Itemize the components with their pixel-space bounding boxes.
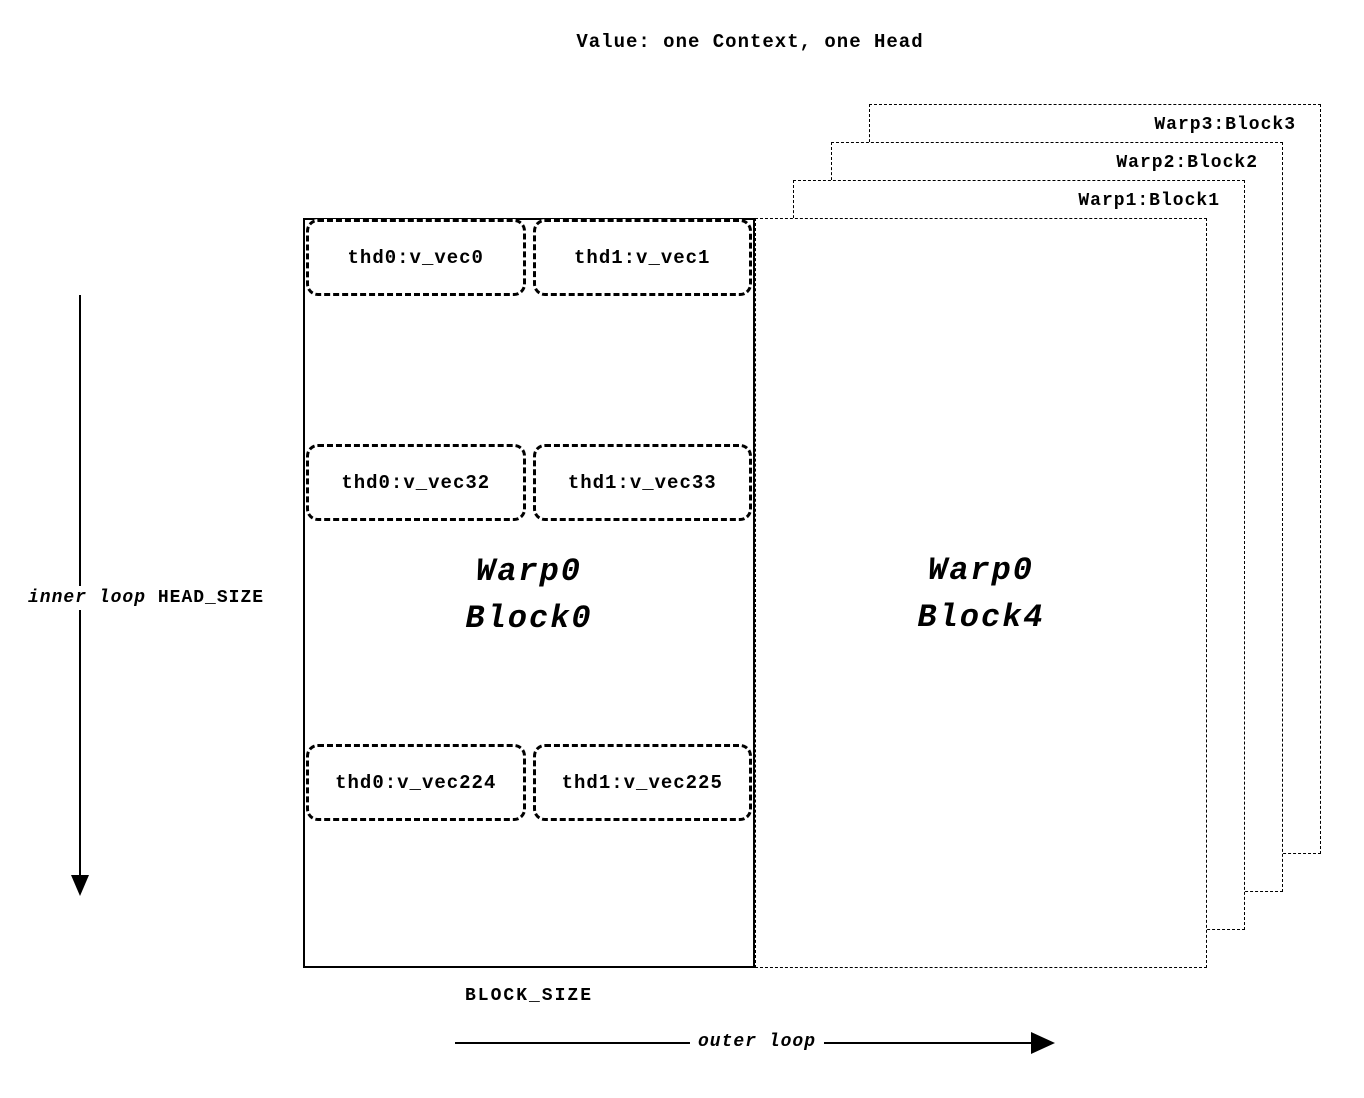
card-warp2-block2-label: Warp2:Block2 (1116, 153, 1258, 173)
warp0-block4-label-line1: Warp0 (927, 552, 1034, 589)
warp0-block0-label-line1: Warp0 (475, 553, 582, 590)
warp0-block4-label-line2: Block4 (917, 599, 1045, 636)
block-warp0-block0: thd0:v_vec0 thd1:v_vec1 thd0:v_vec32 thd… (303, 218, 755, 968)
card-warp3-block3-label: Warp3:Block3 (1154, 115, 1296, 135)
outer-loop-arrow-head-icon (1031, 1032, 1055, 1054)
diagram-title: Value: one Context, one Head (576, 31, 924, 53)
thread-box-thd0-v_vec224: thd0:v_vec224 (306, 744, 526, 821)
block-size-label: BLOCK_SIZE (464, 986, 594, 1006)
warp0-block0-label: Warp0 Block0 (305, 548, 753, 642)
inner-loop-arrow-head-icon (71, 875, 89, 896)
outer-loop-label: outer loop (689, 1032, 825, 1052)
thread-row-2: thd0:v_vec224 thd1:v_vec225 (306, 744, 752, 821)
card-warp1-block1-label: Warp1:Block1 (1078, 191, 1220, 211)
warp0-block0-label-line2: Block0 (465, 600, 593, 637)
thread-row-1: thd0:v_vec32 thd1:v_vec33 (306, 444, 752, 521)
head-size-text: HEAD_SIZE (157, 588, 265, 608)
thread-box-thd0-v_vec32: thd0:v_vec32 (306, 444, 526, 521)
thread-box-thd0-v_vec0: thd0:v_vec0 (306, 219, 526, 296)
warp0-block4-label: Warp0 Block4 (756, 547, 1206, 641)
thread-box-thd1-v_vec1: thd1:v_vec1 (532, 219, 752, 296)
thread-box-thd1-v_vec225: thd1:v_vec225 (532, 744, 752, 821)
inner-loop-head-size-label: inner loop HEAD_SIZE (24, 586, 269, 610)
thread-box-thd1-v_vec33: thd1:v_vec33 (532, 444, 752, 521)
card-warp0-block4: Warp0 Block4 (755, 218, 1207, 968)
inner-loop-text: inner loop (28, 588, 147, 608)
thread-row-0: thd0:v_vec0 thd1:v_vec1 (306, 219, 752, 296)
